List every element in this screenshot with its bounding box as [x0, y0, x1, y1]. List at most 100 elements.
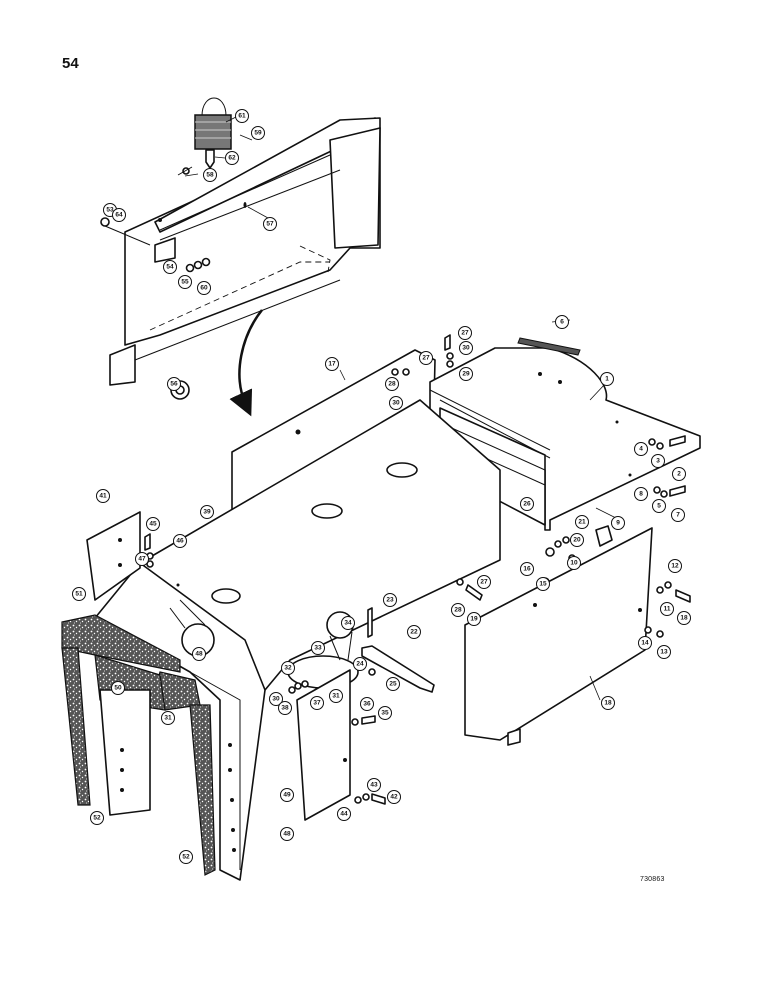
callout-48: 48 — [192, 647, 206, 661]
svg-text:34: 34 — [344, 620, 352, 627]
svg-text:22: 22 — [410, 629, 418, 636]
callout-27-c: 27 — [477, 575, 491, 589]
svg-text:55: 55 — [181, 279, 189, 286]
callout-18-b: 18 — [601, 696, 615, 710]
svg-text:36: 36 — [363, 701, 371, 708]
svg-text:3: 3 — [656, 458, 660, 465]
callout-33: 33 — [311, 641, 325, 655]
callout-44: 44 — [337, 807, 351, 821]
callout-46: 46 — [173, 534, 187, 548]
callout-42: 42 — [387, 790, 401, 804]
callout-12: 12 — [668, 559, 682, 573]
callout-27-b: 27 — [419, 351, 433, 365]
svg-text:49: 49 — [283, 792, 291, 799]
callout-35: 35 — [378, 706, 392, 720]
callout-15: 15 — [536, 577, 550, 591]
svg-text:23: 23 — [386, 597, 394, 604]
callout-57: 57 — [263, 217, 277, 231]
callout-20: 20 — [570, 533, 584, 547]
svg-text:37: 37 — [313, 700, 321, 707]
svg-text:32: 32 — [284, 665, 292, 672]
callout-37: 37 — [310, 696, 324, 710]
svg-text:46: 46 — [176, 538, 184, 545]
callout-49: 49 — [280, 788, 294, 802]
callout-16: 16 — [520, 562, 534, 576]
callout-48-b: 48 — [280, 827, 294, 841]
svg-text:58: 58 — [206, 172, 214, 179]
front-panel — [94, 562, 266, 881]
svg-text:28: 28 — [388, 381, 396, 388]
hasp-icon — [154, 166, 193, 263]
svg-text:18: 18 — [604, 700, 612, 707]
hood-lid-assembly — [109, 117, 381, 386]
svg-text:31: 31 — [332, 693, 340, 700]
callout-28-b: 28 — [451, 603, 465, 617]
svg-text:19: 19 — [470, 616, 478, 623]
svg-text:26: 26 — [523, 501, 531, 508]
svg-text:51: 51 — [75, 591, 83, 598]
svg-text:60: 60 — [200, 285, 208, 292]
callout-6: 6 — [555, 315, 569, 329]
svg-text:27: 27 — [461, 330, 469, 337]
callout-10: 10 — [567, 556, 581, 570]
callout-43: 43 — [367, 778, 381, 792]
callout-59: 59 — [251, 126, 265, 140]
callout-9: 9 — [611, 516, 625, 530]
svg-text:8: 8 — [639, 491, 643, 498]
svg-text:28: 28 — [454, 607, 462, 614]
callout-13: 13 — [657, 645, 671, 659]
callout-leaders — [184, 115, 621, 701]
callout-36: 36 — [360, 697, 374, 711]
svg-text:52: 52 — [182, 854, 190, 861]
callout-23: 23 — [383, 593, 397, 607]
svg-text:56: 56 — [170, 381, 178, 388]
callout-22: 22 — [407, 625, 421, 639]
callout-2: 2 — [672, 467, 686, 481]
callout-50: 50 — [111, 681, 125, 695]
svg-text:48: 48 — [195, 651, 203, 658]
callout-29: 29 — [459, 367, 473, 381]
callout-24: 24 — [353, 657, 367, 671]
callout-30: 30 — [459, 341, 473, 355]
svg-text:14: 14 — [641, 640, 649, 647]
svg-text:47: 47 — [138, 556, 146, 563]
callout-32: 32 — [281, 661, 295, 675]
callout-19: 19 — [467, 612, 481, 626]
callout-56: 56 — [167, 377, 181, 391]
callout-30-c: 30 — [269, 692, 283, 706]
lower-center-panel — [296, 669, 351, 821]
svg-text:42: 42 — [390, 794, 398, 801]
svg-text:48: 48 — [283, 831, 291, 838]
svg-text:4: 4 — [639, 446, 643, 453]
callout-45: 45 — [146, 517, 160, 531]
seal-strip — [517, 337, 581, 356]
lower-plate — [99, 689, 151, 816]
svg-text:16: 16 — [523, 566, 531, 573]
padlock-icon — [194, 97, 232, 169]
page-number: 54 — [62, 55, 79, 72]
svg-text:61: 61 — [238, 113, 246, 120]
callout-7: 7 — [671, 508, 685, 522]
callout-17: 17 — [325, 357, 339, 371]
svg-text:1: 1 — [605, 376, 609, 383]
callout-64: 64 — [112, 208, 126, 222]
svg-text:24: 24 — [356, 661, 364, 668]
svg-text:27: 27 — [480, 579, 488, 586]
callout-11: 11 — [660, 602, 674, 616]
callout-34: 34 — [341, 616, 355, 630]
assembly-arrow — [229, 309, 263, 417]
callout-51: 51 — [72, 587, 86, 601]
svg-text:5: 5 — [657, 503, 661, 510]
callout-1: 1 — [600, 372, 614, 386]
svg-text:30: 30 — [462, 345, 470, 352]
svg-text:25: 25 — [389, 681, 397, 688]
callout-52: 52 — [90, 811, 104, 825]
callout-60: 60 — [197, 281, 211, 295]
callout-39: 39 — [200, 505, 214, 519]
hood-hardware — [100, 217, 211, 400]
svg-text:53: 53 — [106, 207, 114, 214]
callout-52-b: 52 — [179, 850, 193, 864]
svg-text:64: 64 — [115, 212, 123, 219]
callout-58: 58 — [203, 168, 217, 182]
